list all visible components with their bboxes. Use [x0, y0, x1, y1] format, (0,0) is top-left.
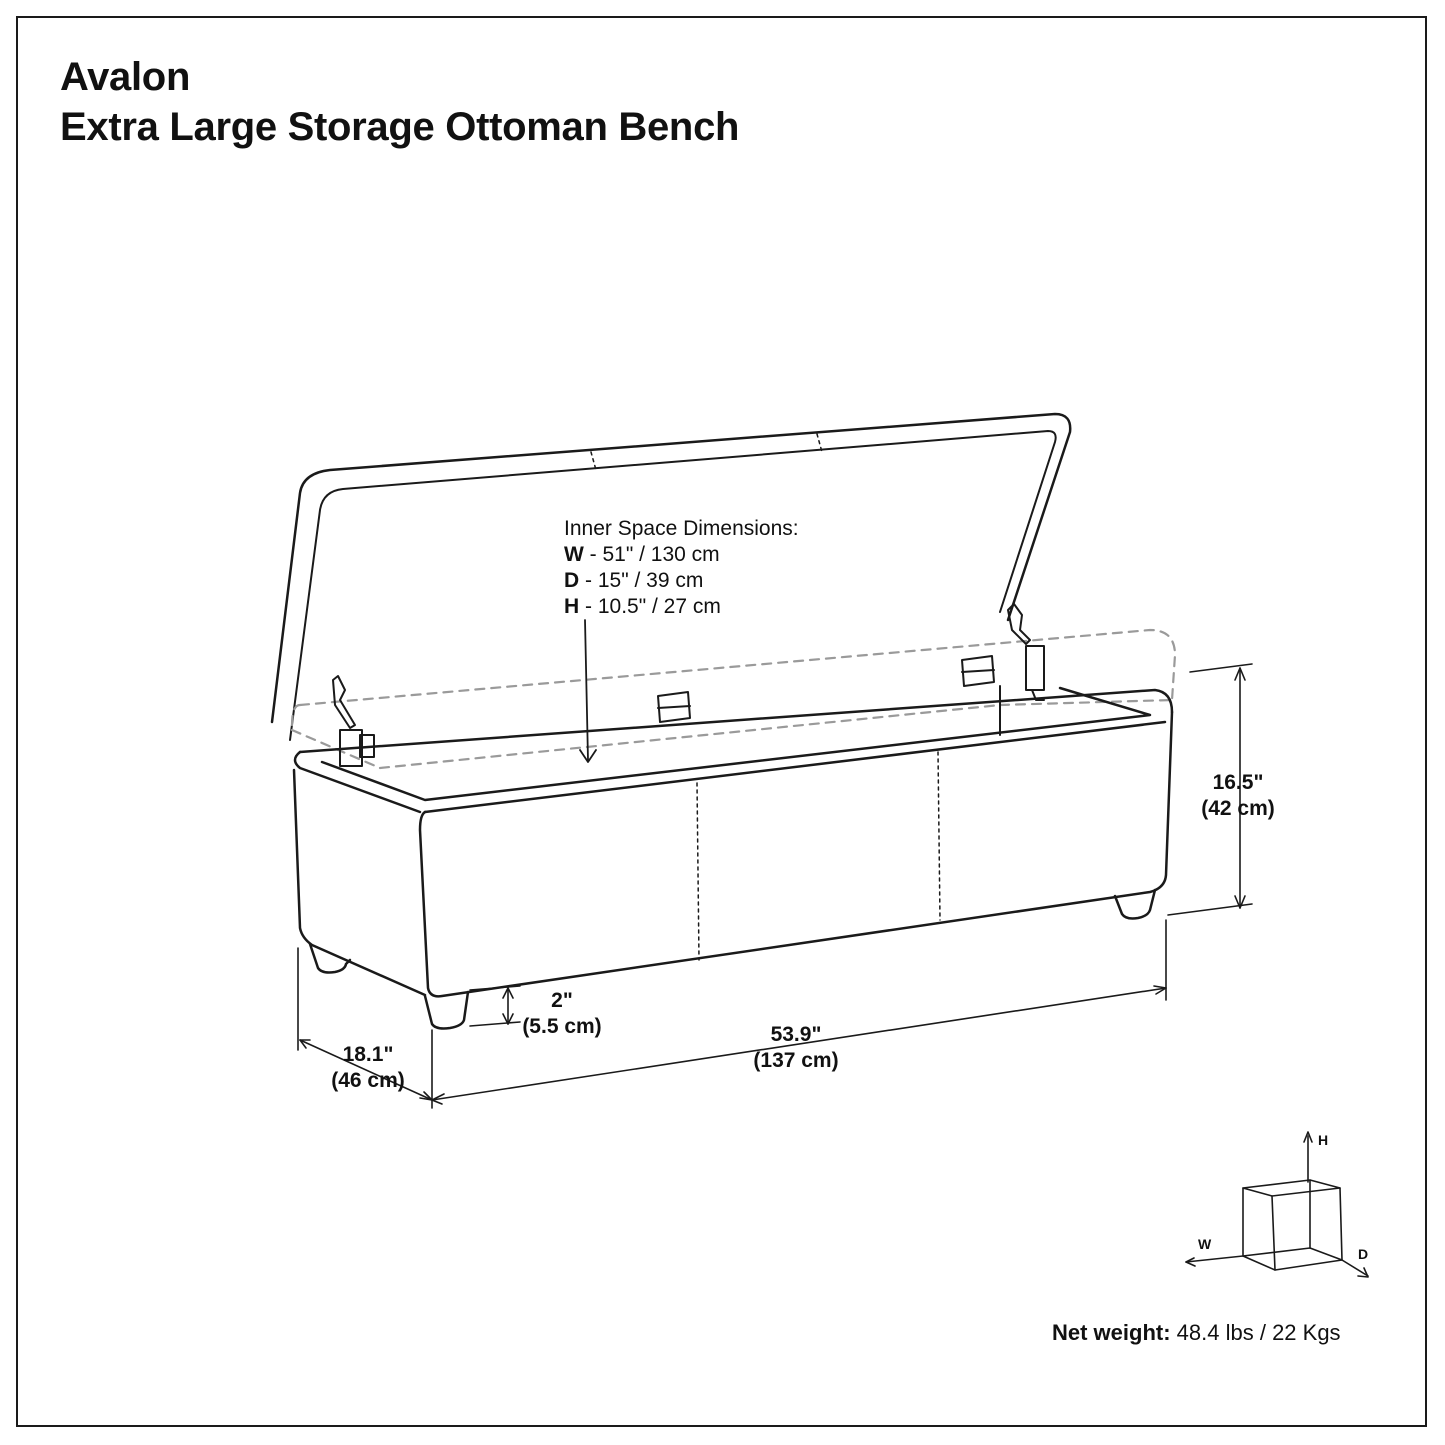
axis-label-w: W — [1198, 1236, 1212, 1252]
inner-space-dimensions: Inner Space Dimensions: W - 51" / 130 cm… — [564, 516, 799, 620]
title-product-name: Avalon — [60, 55, 191, 99]
height-inches: 16.5" — [1212, 771, 1264, 794]
axis-label-d: D — [1358, 1246, 1369, 1262]
net-weight-label: Net weight: — [1052, 1320, 1171, 1345]
net-weight-value: 48.4 lbs / 22 Kgs — [1170, 1320, 1341, 1345]
leg-height-inches: 2" — [551, 989, 573, 1012]
inner-space-heading: Inner Space Dimensions: — [564, 517, 799, 540]
inner-width-value: - 51" / 130 cm — [583, 543, 720, 566]
inner-width-key: W — [564, 543, 584, 566]
width-label: 53.9" (137 cm) — [750, 1022, 842, 1074]
height-cm: (42 cm) — [1201, 797, 1275, 820]
hinges — [332, 603, 1045, 767]
height-dimension-line — [1167, 663, 1253, 916]
ottoman-body — [292, 686, 1174, 998]
depth-dimension-line — [297, 947, 433, 1101]
inner-depth-key: D — [564, 569, 580, 592]
width-inches: 53.9" — [770, 1023, 822, 1046]
inner-height-key: H — [564, 595, 580, 618]
leg-height-cm: (5.5 cm) — [522, 1015, 602, 1038]
axis-key-cube — [1185, 1131, 1369, 1278]
width-cm: (137 cm) — [753, 1049, 839, 1072]
legs — [308, 888, 1157, 1030]
inner-space-arrow — [579, 619, 597, 763]
height-label: 16.5" (42 cm) — [1196, 770, 1280, 822]
inner-depth-row: D - 15" / 39 cm — [564, 568, 799, 594]
depth-label: 18.1" (46 cm) — [322, 1042, 414, 1094]
inner-depth-value: - 15" / 39 cm — [579, 569, 704, 592]
page-frame — [16, 16, 1427, 1427]
net-weight: Net weight: 48.4 lbs / 22 Kgs — [1052, 1320, 1341, 1346]
width-dimension-line — [431, 919, 1167, 1109]
page-title: Avalon Extra Large Storage Ottoman Bench — [60, 52, 739, 152]
leg-height-dimension-line — [469, 985, 521, 1027]
inner-width-row: W - 51" / 130 cm — [564, 542, 799, 568]
inner-height-value: - 10.5" / 27 cm — [579, 595, 721, 618]
inner-height-row: H - 10.5" / 27 cm — [564, 594, 799, 620]
axis-label-h: H — [1318, 1132, 1329, 1148]
depth-cm: (46 cm) — [331, 1069, 405, 1092]
depth-inches: 18.1" — [342, 1043, 394, 1066]
title-product-description: Extra Large Storage Ottoman Bench — [60, 105, 740, 149]
lid — [270, 412, 1072, 741]
leg-height-label: 2" (5.5 cm) — [516, 988, 608, 1040]
